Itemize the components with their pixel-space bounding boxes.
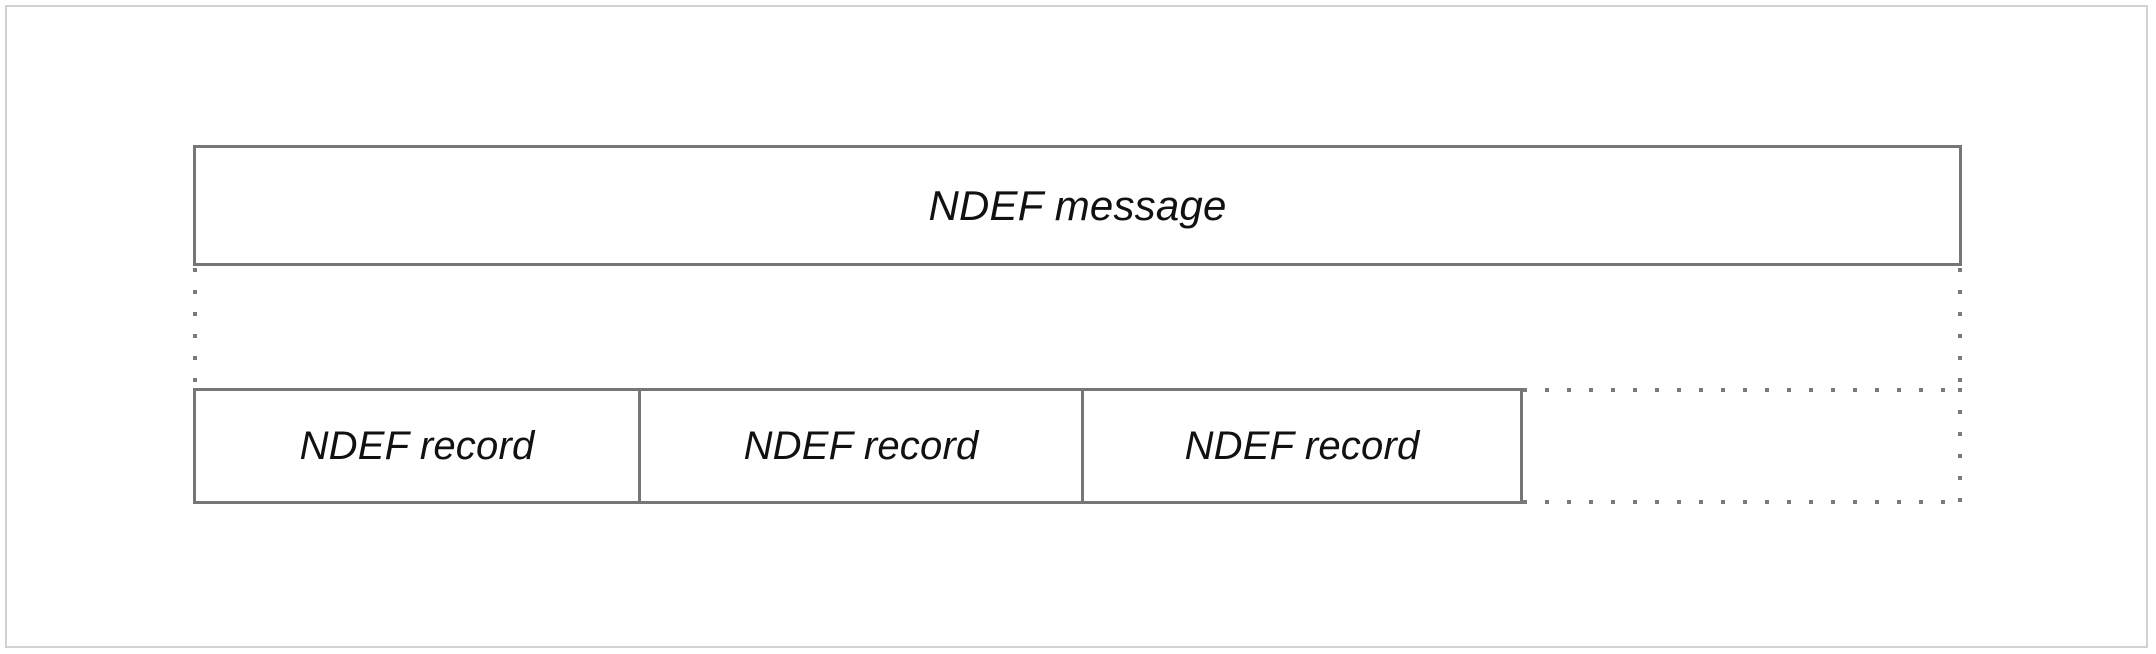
ndef-records-continuation-box	[1523, 388, 1962, 504]
ndef-record-box-2: NDEF record	[638, 391, 1081, 501]
ndef-message-label: NDEF message	[928, 181, 1227, 229]
ndef-records-row: NDEF record NDEF record NDEF record	[193, 388, 1962, 504]
ndef-record-label: NDEF record	[743, 424, 979, 468]
continuation-top-dotted-edge	[1523, 388, 1962, 392]
expansion-connector-right-dotted-line	[1958, 268, 1962, 388]
ndef-record-box-3: NDEF record	[1081, 391, 1520, 501]
expansion-connector-left-dotted-line	[193, 268, 197, 388]
figure-outer-border	[5, 5, 2148, 648]
ndef-record-label: NDEF record	[299, 424, 535, 468]
continuation-bottom-dotted-edge	[1523, 500, 1962, 504]
ndef-record-box-1: NDEF record	[196, 391, 638, 501]
ndef-message-box: NDEF message	[193, 145, 1962, 266]
ndef-records-group: NDEF record NDEF record NDEF record	[193, 388, 1523, 504]
ndef-record-label: NDEF record	[1184, 424, 1420, 468]
continuation-right-dotted-edge	[1958, 388, 1962, 504]
